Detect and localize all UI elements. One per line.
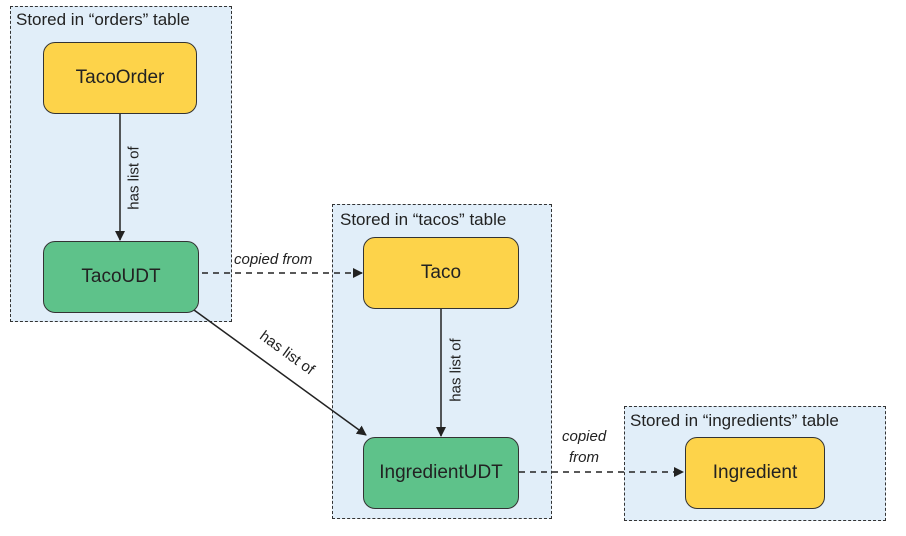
taco-has-list-label: has list of bbox=[447, 338, 465, 402]
ingredientudt-copied-label: copied bbox=[562, 428, 607, 445]
tacoudt-copied-from-label: copied from bbox=[234, 251, 313, 268]
tacos-region-title: Stored in “tacos” table bbox=[340, 210, 507, 229]
taco-order-node: TacoOrder bbox=[43, 42, 197, 114]
ingredients-region-title: Stored in “ingredients” table bbox=[630, 411, 839, 430]
order-has-list-label: has list of bbox=[125, 146, 143, 210]
taco-udt-node: TacoUDT bbox=[43, 241, 199, 313]
edge-tacoudt-to-ingredientudt bbox=[193, 309, 367, 436]
ingredient-udt-node: IngredientUDT bbox=[363, 437, 519, 509]
orders-region-title: Stored in “orders” table bbox=[16, 10, 190, 29]
taco-node: Taco bbox=[363, 237, 519, 309]
ingredientudt-from-label: from bbox=[569, 449, 599, 466]
ingredient-node: Ingredient bbox=[685, 437, 825, 509]
